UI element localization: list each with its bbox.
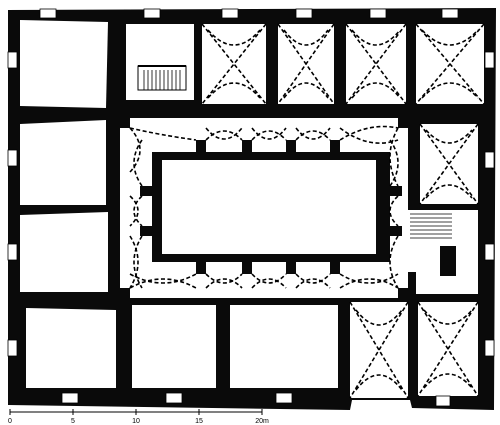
room-w2: [20, 212, 108, 292]
scale-tick-15: 15: [195, 418, 203, 425]
room-stair-north: [126, 24, 194, 100]
window-openings: [7, 8, 495, 407]
courtyard: [162, 160, 376, 254]
scale-tick-5: 5: [71, 418, 75, 425]
cloister-vaulting: [129, 125, 399, 289]
scale-tick-20m: 20m: [255, 418, 269, 425]
scale-tick-10: 10: [132, 418, 140, 425]
cloister-piers: [120, 118, 408, 298]
room-w1: [20, 120, 106, 205]
room-vaulting: [201, 23, 485, 399]
room-sw: [26, 308, 116, 388]
room-s2: [230, 305, 338, 388]
scale-bar: 0 5 10 15 20m: [8, 409, 269, 425]
room-s1: [132, 305, 216, 388]
vault-room-n1: [202, 24, 266, 104]
staircases: [137, 65, 456, 276]
room-nw: [20, 20, 108, 108]
scale-tick-0: 0: [8, 418, 12, 425]
